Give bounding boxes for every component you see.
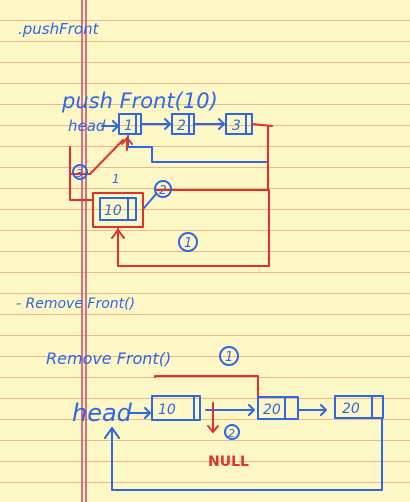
red-link [69, 139, 124, 175]
step-1-label: 1 [184, 236, 192, 251]
next-arrow [194, 118, 225, 130]
return-loop [117, 189, 270, 267]
step-2-circle [154, 180, 172, 198]
node-value: 20 [342, 401, 360, 417]
list-node-20b: 20 [334, 395, 384, 419]
list-node-3: 3 [225, 113, 253, 135]
node-value: 20 [263, 402, 281, 418]
node-value: 10 [158, 402, 176, 418]
step-1-label-2: 1 [225, 350, 233, 365]
loop-line-2 [111, 417, 383, 491]
node-value: 1 [124, 118, 133, 134]
step-2-label: 2 [159, 183, 167, 197]
push-front-call: push Front(10) [61, 89, 218, 113]
push-front-heading: .pushFront [18, 20, 100, 38]
return-arrowhead [111, 229, 125, 239]
null-arrow [207, 402, 219, 433]
tick-mark: 1 [112, 172, 120, 186]
new-node-10: 10 [92, 192, 144, 228]
tail-mark [251, 123, 273, 127]
list-node-10: 10 [151, 395, 201, 421]
list-node-2: 2 [171, 113, 195, 135]
next-arrow [141, 118, 171, 130]
arrow-into-node-1 [121, 137, 133, 151]
step-3-circle [72, 164, 88, 180]
step-2-circle-2 [224, 424, 240, 440]
null-label: NULL [208, 454, 249, 470]
new-node-value: 10 [104, 203, 122, 219]
step-1-circle [178, 232, 198, 252]
step-3-label: 3 [76, 167, 83, 180]
step-1-circle-2 [219, 346, 239, 366]
remove-front-heading: - Remove Front() [16, 296, 135, 312]
list-node-1: 1 [118, 113, 142, 135]
next-arrow [298, 404, 327, 416]
step-2-pointer [143, 193, 157, 209]
list-node-20a: 20 [257, 396, 299, 420]
node-value: 3 [232, 118, 241, 134]
step-2-label-2: 2 [228, 427, 235, 440]
loop-arrowhead-2 [104, 427, 120, 439]
node-value: 2 [177, 118, 186, 134]
bypass-line [154, 375, 259, 397]
head-label-1: head [68, 117, 106, 135]
head-arrow-2 [127, 407, 151, 419]
head-label-2: head [72, 399, 133, 427]
remove-front-call: Remove Front() [46, 349, 171, 368]
